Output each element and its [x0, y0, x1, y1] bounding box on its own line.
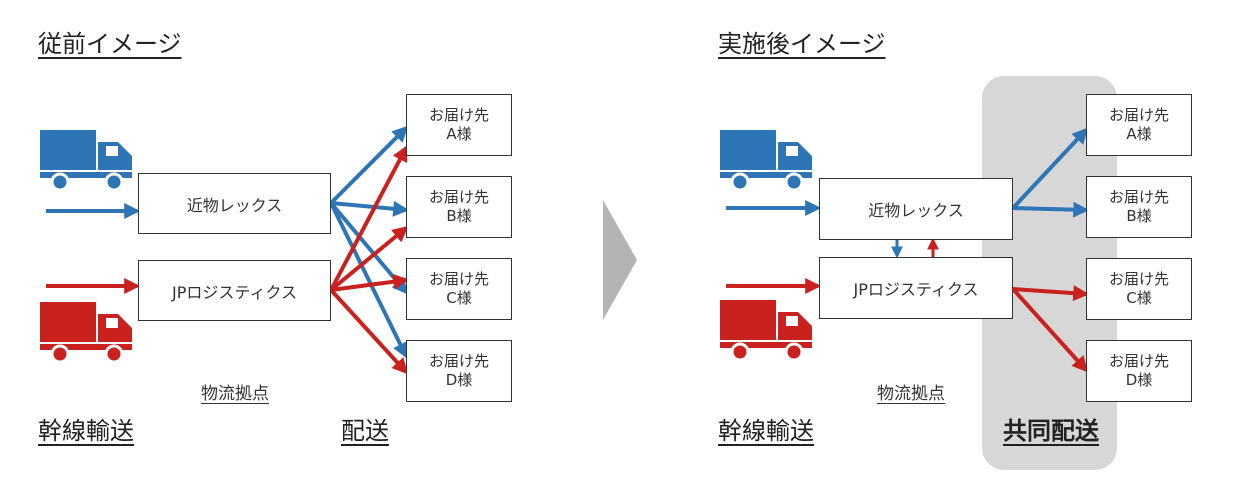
after-delivery-arrow-c — [1012, 285, 1090, 302]
hub-label: 物流拠点 — [201, 384, 269, 404]
destination-line2: D様 — [1125, 371, 1153, 389]
truck-icon — [40, 302, 132, 364]
carrier-box-jp-logistics: JPロジスティクス — [138, 260, 331, 321]
destination-line1: お届け先 — [1108, 105, 1169, 124]
destination-line2: A様 — [1126, 125, 1152, 143]
after-heading: 実施後イメージ — [718, 30, 886, 58]
before-heading: 従前イメージ — [38, 30, 182, 58]
truck-icon — [720, 130, 812, 192]
after-destination-box-c: お届け先 C様 — [1086, 258, 1192, 320]
destination-line1: お届け先 — [428, 269, 489, 288]
delivery-label: 配送 — [341, 417, 389, 445]
destination-line2: C様 — [1126, 289, 1152, 307]
after-delivery-arrow-a — [1011, 127, 1089, 210]
delivery-arrow-red-b — [329, 225, 409, 292]
destination-line1: お届け先 — [428, 351, 489, 370]
destination-line2: A様 — [446, 125, 472, 143]
delivery-arrow-red-a — [329, 145, 408, 291]
after-delivery-arrow-d — [1011, 287, 1089, 373]
after-destination-box-d: お届け先 D様 — [1086, 340, 1192, 402]
destination-line2: B様 — [1126, 207, 1152, 225]
after-hub-label: 物流拠点 — [877, 384, 945, 404]
delivery-arrow-red-d — [329, 288, 409, 375]
destination-box-b: お届け先 B様 — [406, 176, 512, 238]
after-carrier-box-kinbutsu: 近物レックス — [819, 178, 1013, 240]
delivery-arrow-blue-b — [330, 200, 410, 217]
destination-line1: お届け先 — [428, 187, 489, 206]
destination-box-c: お届け先 C様 — [406, 258, 512, 320]
delivery-arrow-blue-d — [329, 202, 408, 359]
destination-line1: お届け先 — [428, 105, 489, 124]
delivery-arrow-blue-a — [329, 125, 409, 205]
destination-line1: お届け先 — [1108, 269, 1169, 288]
after-destination-box-b: お届け先 B様 — [1086, 176, 1192, 238]
after-trunk-transport-label: 幹線輸送 — [718, 417, 814, 445]
destination-line2: C様 — [446, 289, 472, 307]
truck-icon — [40, 130, 132, 192]
after-delivery-arrow-b — [1012, 201, 1090, 218]
chevron-right-icon — [603, 200, 637, 320]
destination-box-a: お届け先 A様 — [406, 94, 512, 156]
destination-box-d: お届け先 D様 — [406, 340, 512, 402]
destination-line1: お届け先 — [1108, 351, 1169, 370]
truck-icon — [720, 300, 812, 362]
after-destination-box-a: お届け先 A様 — [1086, 94, 1192, 156]
after-carrier-box-jp-logistics: JPロジスティクス — [819, 257, 1013, 319]
destination-line2: D様 — [445, 371, 473, 389]
joint-delivery-label: 共同配送 — [1003, 417, 1099, 445]
destination-line1: お届け先 — [1108, 187, 1169, 206]
carrier-box-kinbutsu: 近物レックス — [138, 173, 331, 234]
destination-line2: B様 — [446, 207, 472, 225]
delivery-arrow-red-c — [330, 273, 410, 292]
trunk-transport-label: 幹線輸送 — [38, 417, 134, 445]
